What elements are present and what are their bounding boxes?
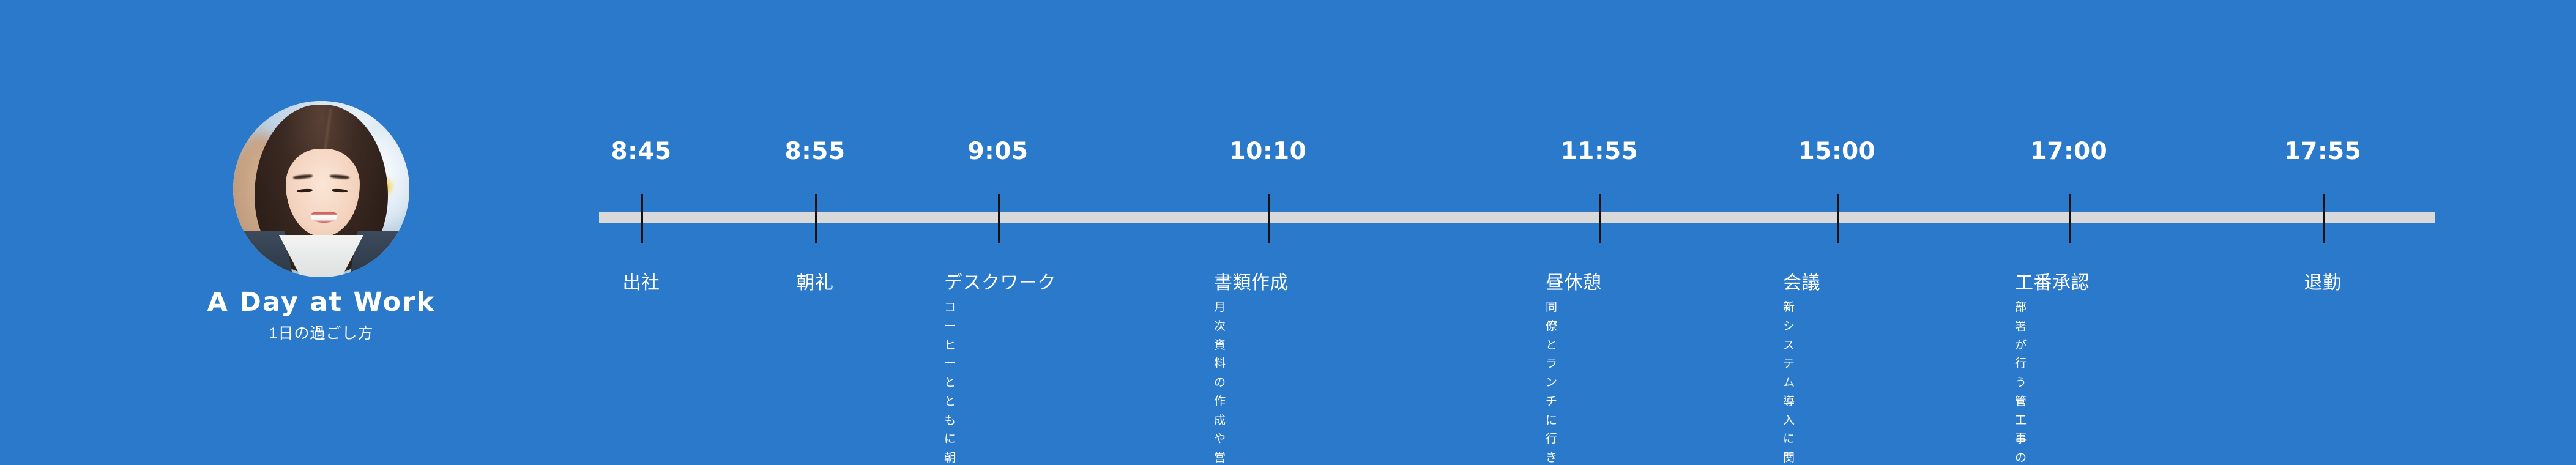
timeline-event-description: 新システム導入に 関する会議に出席	[1783, 301, 1795, 465]
timeline-tick	[815, 194, 817, 243]
timeline-event-description: 同僚と ランチに行きます	[1546, 301, 1558, 465]
timeline-event-time: 17:55	[2284, 138, 2362, 165]
timeline-event-description: 月次資料の作成や 営業所からの依頼書類を作成	[1214, 301, 1226, 465]
timeline-tick	[2069, 194, 2071, 243]
timeline-event-label: 朝礼	[796, 273, 834, 293]
timeline-event-time: 15:00	[1798, 138, 1876, 165]
timeline-event-label: 会議	[1783, 273, 1820, 293]
timeline-tick	[641, 194, 643, 243]
timeline-event-label: 出社	[622, 273, 660, 293]
page-subtitle-japanese: 1日の過ごし方	[269, 325, 374, 343]
timeline-tick	[2323, 194, 2325, 243]
timeline-event-time: 17:00	[2030, 138, 2108, 165]
timeline-tick	[1599, 194, 1601, 243]
timeline-event-label: 退勤	[2304, 273, 2342, 293]
timeline-event-time: 9:05	[967, 138, 1029, 165]
timeline-event-description: 部署が行う管工事の チェック	[2015, 301, 2027, 465]
timeline-event-label: 工番承認	[2015, 273, 2090, 293]
page-title-english: A Day at Work	[207, 287, 436, 318]
avatar-mouth	[310, 212, 337, 223]
avatar	[233, 101, 409, 277]
timeline-event-label: 昼休憩	[1546, 273, 1602, 293]
timeline-event-label: デスクワーク	[944, 273, 1056, 293]
timeline-event-description: コーヒーとともに朝一の メールチェックなど	[944, 301, 956, 465]
timeline-bar	[599, 212, 2435, 223]
profile-block: A Day at Work 1日の過ごし方	[202, 101, 441, 343]
timeline-event-time: 8:45	[611, 138, 672, 165]
timeline-tick	[1837, 194, 1839, 243]
timeline-event-time: 11:55	[1560, 138, 1639, 165]
timeline-event-time: 10:10	[1229, 138, 1307, 165]
timeline-event-time: 8:55	[784, 138, 846, 165]
timeline-event-label: 書類作成	[1214, 273, 1289, 293]
timeline-tick	[1268, 194, 1270, 243]
timeline-tick	[998, 194, 1000, 243]
